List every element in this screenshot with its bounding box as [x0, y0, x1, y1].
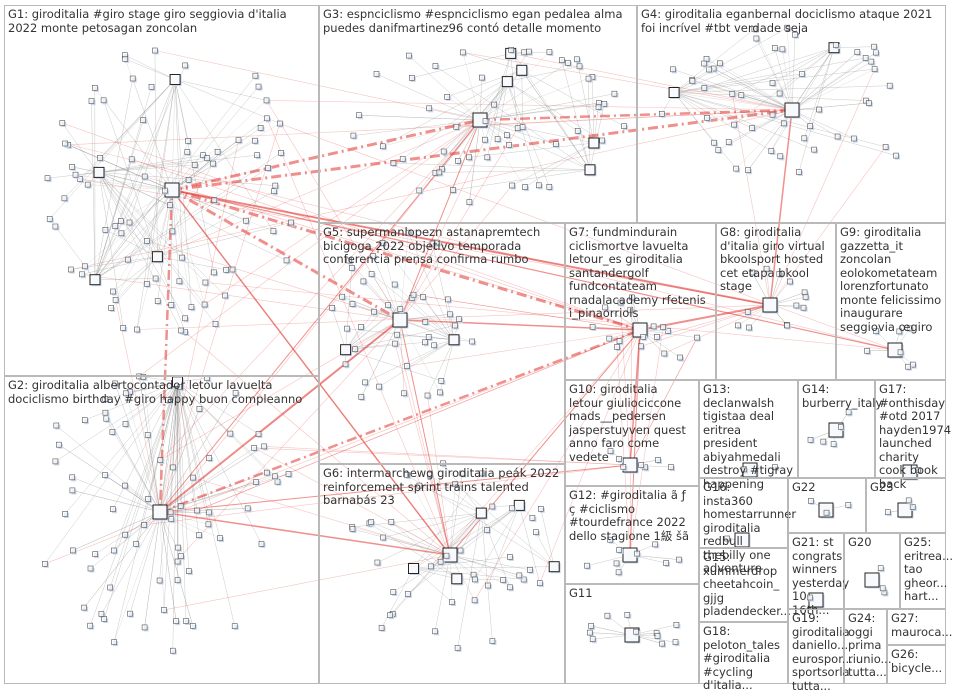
- group-label-g9: G9: giroditalia gazzetta_it zoncolan eol…: [840, 226, 942, 334]
- group-label-g15: G15: xummerdrop cheetahcoin_ gjjg pladen…: [703, 551, 784, 619]
- group-panel-g3: G3: espnciclismo #espnciclismo egan peda…: [319, 5, 637, 223]
- group-label-g24: G24: oggi prima riunio... tutta...: [848, 612, 883, 680]
- group-panel-g23: G23: [866, 478, 946, 533]
- group-label-g7: G7: fundmindurain ciclismortve lavuelta …: [569, 226, 712, 321]
- group-label-g27: G27: mauroca...: [891, 612, 942, 639]
- group-label-g12: G12: #giroditalia ã ƒ ç #ciclismo #tourd…: [569, 489, 695, 543]
- group-label-g17: G17: #onthisday #otd 2017 hayden1974 lau…: [879, 383, 942, 491]
- group-panel-g12: G12: #giroditalia ã ƒ ç #ciclismo #tourd…: [565, 486, 699, 584]
- group-panel-g8: G8: giroditalia d'italia giro virtual bk…: [716, 223, 836, 380]
- group-label-g2: G2: giroditalia albertocontador letour l…: [8, 379, 308, 406]
- group-panel-g16: G16: insta360 homestarrunner giroditalia…: [699, 478, 788, 548]
- group-panel-g13: G13: declanwalsh tigistaa deal eritrea p…: [699, 380, 798, 478]
- group-panel-g15: G15: xummerdrop cheetahcoin_ gjjg pladen…: [699, 548, 788, 622]
- group-panel-g18: G18: peloton_tales #giroditalia #cycling…: [699, 622, 788, 684]
- group-label-g26: G26: bicycle...: [891, 648, 942, 675]
- group-panel-g27: G27: mauroca...: [887, 609, 946, 645]
- group-label-g6: G6: intermarchewg giroditalia peák 2022 …: [323, 467, 561, 508]
- group-label-g4: G4: giroditalia eganbernal dociclismo at…: [641, 8, 942, 35]
- group-panel-g21: G21: st congrats winners yesterday 10 16…: [788, 533, 844, 609]
- group-panel-g19: G19: giroditalia daniello... eurospor...…: [788, 609, 844, 684]
- group-label-g1: G1: giroditalia #giro stage giro seggiov…: [8, 8, 315, 35]
- group-label-g5: G5: supermanlopezn astanapremtech bicigo…: [323, 226, 561, 267]
- group-panel-g20: G20: [844, 533, 900, 609]
- group-panel-g14: G14: burberry_italy: [798, 380, 875, 478]
- group-panel-g22: G22: [788, 478, 866, 533]
- group-label-g19: G19: giroditalia daniello... eurospor...…: [792, 612, 840, 693]
- group-label-g14: G14: burberry_italy: [802, 383, 871, 410]
- group-label-g21: G21: st congrats winners yesterday 10 16…: [792, 536, 840, 617]
- group-panel-g26: G26: bicycle...: [887, 645, 946, 684]
- group-panel-g24: G24: oggi prima riunio... tutta...: [844, 609, 887, 684]
- group-panel-g10: G10: giroditalia letour giuliociccone ma…: [565, 380, 699, 486]
- group-label-g8: G8: giroditalia d'italia giro virtual bk…: [720, 226, 832, 294]
- group-panel-g1: G1: giroditalia #giro stage giro seggiov…: [4, 5, 319, 376]
- group-label-g13: G13: declanwalsh tigistaa deal eritrea p…: [703, 383, 794, 491]
- group-panel-g6: G6: intermarchewg giroditalia peák 2022 …: [319, 464, 565, 684]
- group-label-g3: G3: espnciclismo #espnciclismo egan peda…: [323, 8, 633, 35]
- group-panel-g4: G4: giroditalia eganbernal dociclismo at…: [637, 5, 946, 223]
- group-label-g25: G25: eritrea... tao gheor... hart...: [904, 536, 942, 604]
- group-panel-g5: G5: supermanlopezn astanapremtech bicigo…: [319, 223, 565, 464]
- group-label-g11: G11: [569, 587, 695, 601]
- group-label-g18: G18: peloton_tales #giroditalia #cycling…: [703, 625, 784, 693]
- group-panel-g11: G11: [565, 584, 699, 684]
- group-panel-g17: G17: #onthisday #otd 2017 hayden1974 lau…: [875, 380, 946, 478]
- group-label-g23: G23: [870, 481, 942, 495]
- group-panel-g2: G2: giroditalia albertocontador letour l…: [4, 376, 319, 684]
- group-label-g20: G20: [848, 536, 896, 550]
- group-label-g22: G22: [792, 481, 862, 495]
- group-panel-g25: G25: eritrea... tao gheor... hart...: [900, 533, 946, 609]
- group-panel-g7: G7: fundmindurain ciclismortve lavuelta …: [565, 223, 716, 380]
- group-label-g10: G10: giroditalia letour giuliociccone ma…: [569, 383, 695, 464]
- group-panel-g9: G9: giroditalia gazzetta_it zoncolan eol…: [836, 223, 946, 380]
